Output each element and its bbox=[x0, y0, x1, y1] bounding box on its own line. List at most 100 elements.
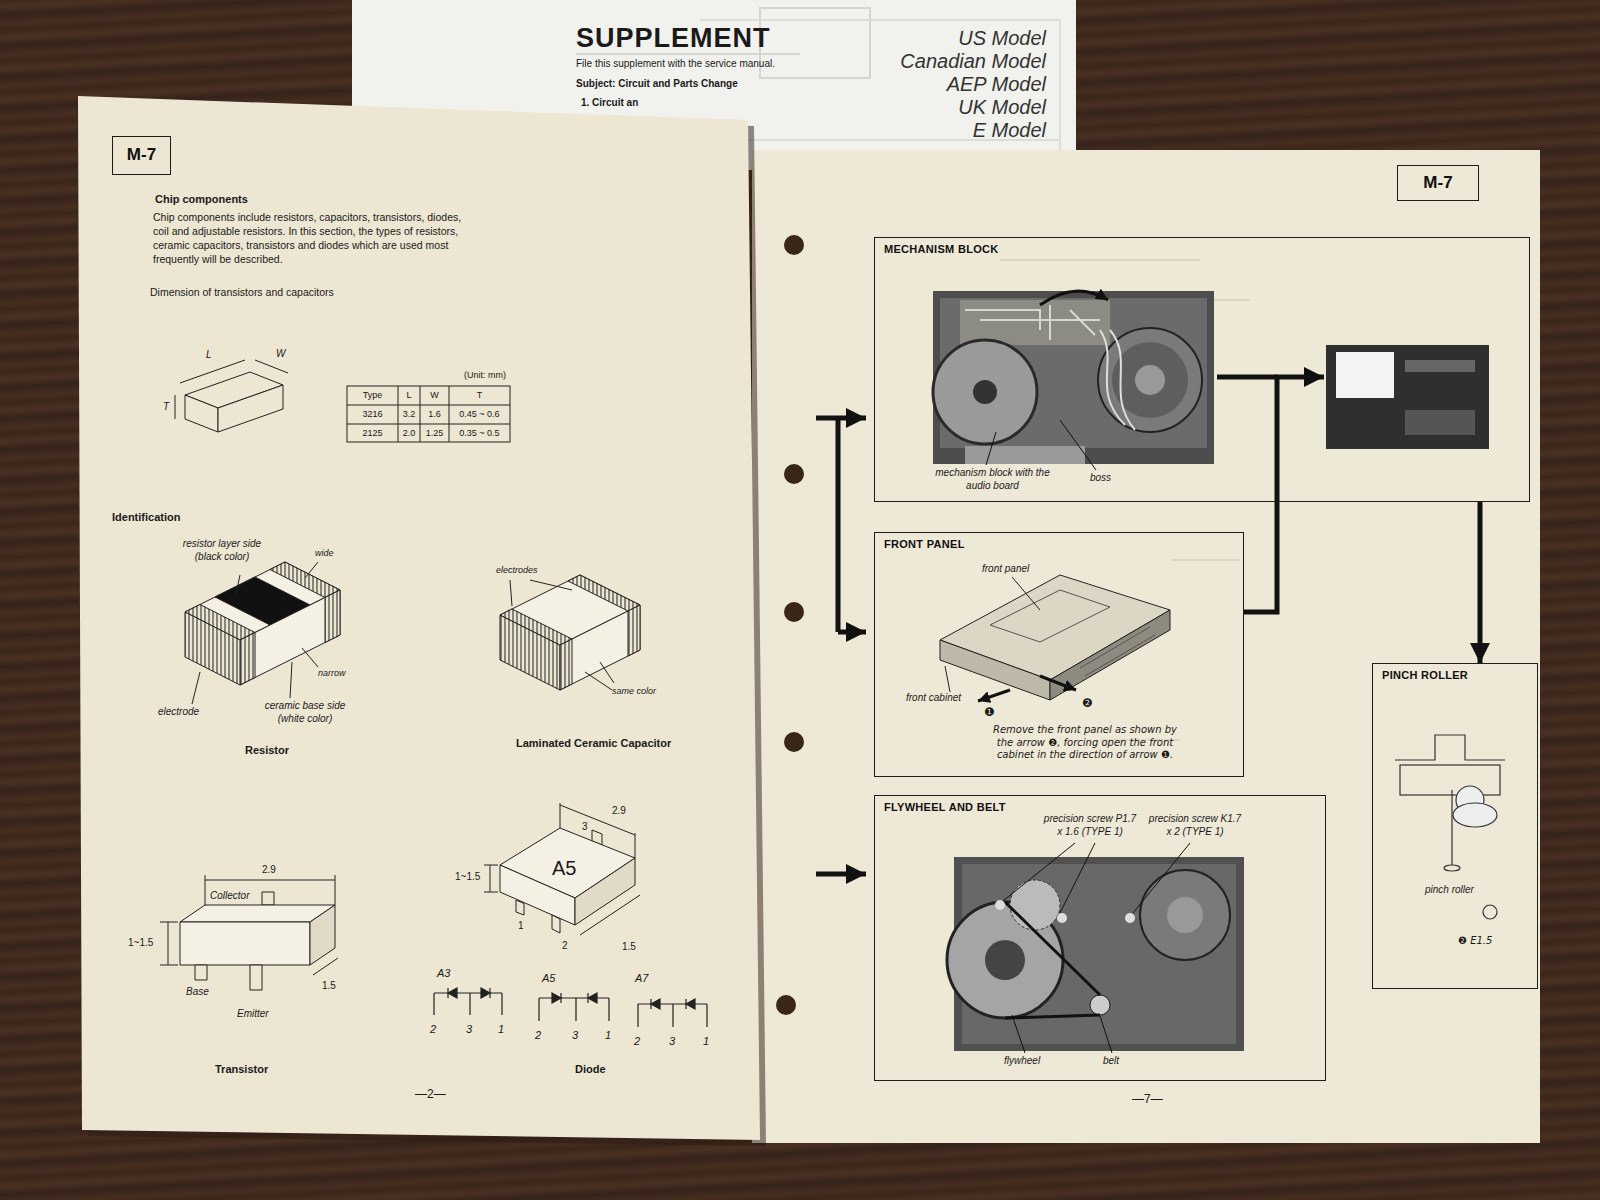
heading-text: Resistor bbox=[245, 744, 289, 758]
callout-label: 2 bbox=[430, 1023, 436, 1037]
transistor-drawing bbox=[250, 965, 262, 990]
callout-label: E Model bbox=[973, 118, 1046, 143]
right-page bbox=[752, 150, 1540, 1143]
callout-label: wide bbox=[315, 548, 334, 559]
flow-arrows bbox=[836, 418, 841, 632]
right-page bbox=[752, 150, 1540, 1143]
printed-text: 3 bbox=[582, 821, 588, 834]
front-panel-drawing bbox=[978, 690, 1010, 701]
pinch-roller-drawing bbox=[1483, 905, 1497, 919]
capacitor-drawing bbox=[628, 605, 640, 656]
flywheel-photo bbox=[1010, 880, 1060, 930]
flywheel-photo bbox=[1003, 843, 1190, 1053]
capacitor-drawing bbox=[560, 639, 572, 690]
callout-label: Remove the front panel as shown by the a… bbox=[990, 724, 1180, 762]
front-panel-drawing bbox=[940, 640, 1050, 700]
callout-label: precision screw K1.7 x 2 (TYPE 1) bbox=[1145, 813, 1245, 838]
transistor-drawing bbox=[160, 875, 338, 975]
callout-label: 1 bbox=[498, 1023, 504, 1037]
diode-package-drawing bbox=[552, 915, 560, 933]
printed-text: 1.5 bbox=[322, 980, 336, 993]
callout-label: Canadian Model bbox=[900, 49, 1046, 74]
callout-label: precision screw P1.7 x 1.6 (TYPE 1) bbox=[1040, 813, 1140, 838]
flywheel-photo bbox=[1167, 897, 1203, 933]
diode-package-drawing bbox=[516, 900, 524, 915]
mechanism-photo bbox=[1135, 365, 1165, 395]
callout-label: AEP Model bbox=[947, 72, 1046, 97]
callout-label: Base bbox=[186, 986, 209, 999]
section-title: PINCH ROLLER bbox=[1382, 669, 1468, 681]
pinch-roller-drawing bbox=[1453, 803, 1497, 827]
printed-text: 2.9 bbox=[612, 805, 626, 818]
printed-text: Type bbox=[347, 390, 398, 401]
printed-text: (Unit: mm) bbox=[464, 370, 506, 381]
diode-symbols bbox=[638, 999, 707, 1027]
chip-dimension-drawing bbox=[255, 360, 288, 373]
mechanism-photo bbox=[1098, 328, 1202, 432]
printed-text: 3.2 bbox=[398, 409, 420, 420]
mechanism-photo bbox=[933, 291, 1214, 470]
capacitor-drawing bbox=[510, 580, 614, 690]
heading-text: Chip components bbox=[155, 193, 248, 207]
right-page bbox=[784, 235, 804, 255]
dimension-table bbox=[398, 386, 399, 442]
callout-label: 2 bbox=[634, 1035, 640, 1049]
heading-text: SUPPLEMENT bbox=[576, 22, 771, 56]
printed-text: ❶ bbox=[984, 705, 995, 720]
callout-label: ❷ E1.5 bbox=[1458, 935, 1492, 948]
flywheel-photo bbox=[1125, 913, 1135, 923]
printed-text: —7— bbox=[1132, 1092, 1163, 1107]
diode-symbols bbox=[448, 988, 457, 998]
transistor-drawing bbox=[262, 892, 274, 905]
flywheel-photo bbox=[1057, 913, 1067, 923]
pinch-roller-drawing bbox=[1444, 865, 1460, 871]
section-frame: FLYWHEEL AND BELT bbox=[874, 795, 1326, 1081]
flywheel-photo bbox=[985, 940, 1025, 980]
section-title: FRONT PANEL bbox=[884, 538, 965, 550]
callout-label: A7 bbox=[635, 972, 648, 986]
page-number-tag: M-7 bbox=[1423, 166, 1452, 199]
pinch-roller-drawing bbox=[1451, 790, 1452, 865]
pinch-roller-drawing bbox=[1395, 735, 1505, 919]
heading-text: Transistor bbox=[215, 1063, 268, 1077]
printed-text: 2.0 bbox=[398, 428, 420, 439]
heading-text: Diode bbox=[575, 1063, 606, 1077]
printed-text: 1 bbox=[518, 920, 524, 933]
callout-label: front panel bbox=[982, 563, 1029, 576]
front-panel-drawing bbox=[990, 590, 1110, 642]
transistor-drawing bbox=[180, 905, 335, 922]
callout-label: A3 bbox=[437, 967, 450, 981]
front-cabinet-photo bbox=[1405, 410, 1475, 435]
right-page bbox=[776, 995, 796, 1015]
mechanism-photo bbox=[1040, 291, 1108, 305]
callout-label: 3 bbox=[572, 1029, 578, 1043]
section-frame: MECHANISM BLOCK bbox=[874, 237, 1530, 502]
callout-label: L bbox=[206, 349, 212, 362]
printed-text: L bbox=[398, 390, 420, 401]
pinch-roller-drawing bbox=[1395, 735, 1505, 760]
callout-label: T bbox=[163, 401, 169, 414]
printed-text: 0.45 ~ 0.6 bbox=[449, 409, 510, 420]
chip-dimension-drawing bbox=[218, 385, 283, 432]
callout-label: flywheel bbox=[1004, 1055, 1040, 1068]
capacitor-drawing bbox=[560, 605, 640, 690]
resistor-drawing bbox=[270, 562, 340, 598]
page-tag: M-7 bbox=[112, 136, 171, 175]
front-cabinet-photo bbox=[1326, 345, 1489, 449]
right-page bbox=[784, 602, 804, 622]
front-panel-drawing bbox=[1080, 627, 1155, 676]
front-panel-drawing bbox=[1040, 676, 1076, 690]
transistor-drawing bbox=[160, 875, 338, 990]
transistor-drawing bbox=[195, 965, 207, 980]
printed-text: File this supplement with the service ma… bbox=[576, 58, 775, 71]
callout-label: 3 bbox=[466, 1023, 472, 1037]
callout-label: 3 bbox=[669, 1035, 675, 1049]
callout-label: W bbox=[276, 348, 285, 361]
callout-label: UK Model bbox=[958, 95, 1046, 120]
chip-dimension-drawing bbox=[180, 360, 245, 383]
resistor-drawing bbox=[192, 562, 318, 704]
mechanism-photo bbox=[973, 380, 997, 404]
callout-label: resistor layer side (black color) bbox=[172, 538, 272, 563]
